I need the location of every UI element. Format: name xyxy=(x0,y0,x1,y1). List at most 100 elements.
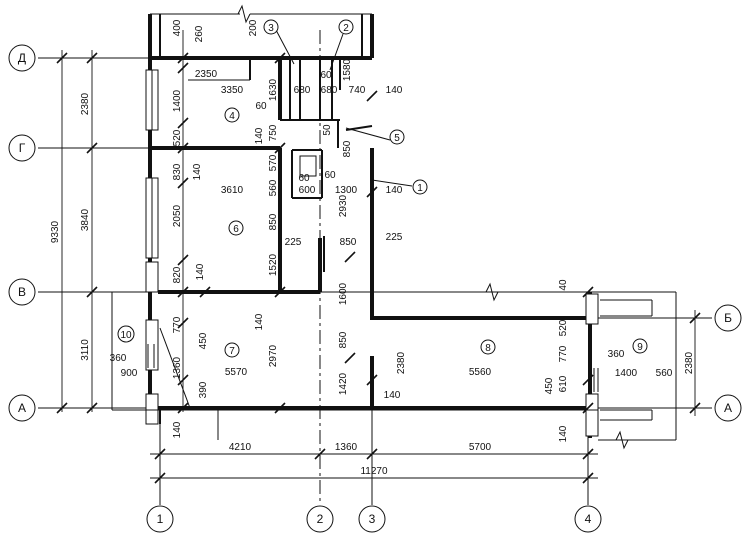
left-dimensions xyxy=(56,50,98,414)
dim-520-b: 520 xyxy=(558,319,569,336)
bottom-dimensions xyxy=(150,409,598,484)
dim-140-b: 140 xyxy=(192,163,203,180)
room-marker-9: 9 xyxy=(632,338,648,354)
room-marker-4: 4 xyxy=(224,107,240,123)
dim-40: 40 xyxy=(558,279,569,291)
dim-50: 50 xyxy=(322,124,333,136)
dim-bottom-5700: 5700 xyxy=(469,442,492,453)
dim-2050: 2050 xyxy=(172,204,183,227)
dim-60-b: 60 xyxy=(255,101,267,112)
axis-label: Г xyxy=(19,141,26,155)
dim-3610: 3610 xyxy=(221,185,244,196)
dim-850-a: 850 xyxy=(342,140,353,157)
dim-400: 400 xyxy=(172,19,183,36)
axis-bubble-row-G: Г xyxy=(8,134,36,162)
dim-1360: 1360 xyxy=(172,356,183,379)
dim-570: 570 xyxy=(268,154,279,171)
dim-140-d: 140 xyxy=(195,263,206,280)
axis-label: Б xyxy=(724,311,732,325)
dim-right-2380: 2380 xyxy=(684,351,695,374)
dim-140-e: 140 xyxy=(254,313,265,330)
svg-text:3: 3 xyxy=(268,23,274,34)
dim-60-d: 60 xyxy=(324,170,336,181)
svg-text:8: 8 xyxy=(485,343,491,354)
break-marks xyxy=(160,4,629,450)
axis-label: 1 xyxy=(157,512,164,526)
dim-1520: 1520 xyxy=(268,253,279,276)
dim-2970: 2970 xyxy=(268,344,279,367)
windows xyxy=(111,69,677,441)
axis-bubble-row-V: В xyxy=(8,278,36,306)
axis-lines xyxy=(38,30,712,505)
dim-390: 390 xyxy=(198,381,209,398)
dim-610: 610 xyxy=(558,375,569,392)
room-marker-7: 7 xyxy=(224,342,240,358)
dim-2380-b: 2380 xyxy=(396,351,407,374)
axis-label: А xyxy=(724,401,732,415)
dim-520: 520 xyxy=(172,129,183,146)
axis-bubble-row-A-left: А xyxy=(8,394,36,422)
svg-text:6: 6 xyxy=(233,224,239,235)
axis-bubble-col-3: 3 xyxy=(358,505,386,533)
dim-left-9330: 9330 xyxy=(50,220,61,243)
axis-bubble-col-4: 4 xyxy=(574,505,602,533)
dim-450-b: 450 xyxy=(544,377,555,394)
axis-label: В xyxy=(18,285,26,299)
dim-140-h: 140 xyxy=(558,425,569,442)
dim-820: 820 xyxy=(172,266,183,283)
dim-360-a: 360 xyxy=(110,353,127,364)
dim-600: 600 xyxy=(299,185,316,196)
svg-text:10: 10 xyxy=(120,330,132,341)
dim-2350: 2350 xyxy=(195,69,218,80)
dim-560: 560 xyxy=(268,179,279,196)
dim-850-b: 850 xyxy=(268,213,279,230)
room-marker-2: 2 xyxy=(329,19,354,71)
dim-3350: 3350 xyxy=(221,85,244,96)
dim-900: 900 xyxy=(121,368,138,379)
dim-560-b: 560 xyxy=(656,368,673,379)
dim-770-a: 770 xyxy=(172,316,183,333)
dim-2930: 2930 xyxy=(338,194,349,217)
dim-450-a: 450 xyxy=(198,332,209,349)
dim-left-3110: 3110 xyxy=(80,339,91,361)
axis-label: А xyxy=(18,401,26,415)
dim-1420: 1420 xyxy=(338,372,349,395)
dim-360-b: 360 xyxy=(608,349,625,360)
axis-bubble-row-B-right: Б xyxy=(714,304,742,332)
svg-text:9: 9 xyxy=(637,342,643,353)
dim-1300: 1300 xyxy=(335,185,358,196)
dim-5560: 5560 xyxy=(469,367,492,378)
axis-bubble-row-A-right: А xyxy=(714,394,742,422)
dim-830: 830 xyxy=(172,163,183,180)
svg-text:7: 7 xyxy=(229,346,235,357)
dim-680-b: 680 xyxy=(321,85,338,96)
right-dimensions xyxy=(689,310,701,416)
dim-1630: 1630 xyxy=(268,78,279,101)
dim-850-c: 850 xyxy=(340,237,357,248)
partitions xyxy=(147,58,599,440)
axis-bubble-col-2: 2 xyxy=(306,505,334,533)
dim-740: 740 xyxy=(349,85,366,96)
dim-1400-b: 1400 xyxy=(615,368,638,379)
room-marker-5: 5 xyxy=(345,127,405,145)
dim-750: 750 xyxy=(268,124,279,141)
inner-vertical-dimensions xyxy=(177,30,189,414)
dim-140-a: 140 xyxy=(254,127,265,144)
room-marker-10: 10 xyxy=(117,325,135,343)
dim-140-c: 140 xyxy=(386,185,403,196)
dim-1580: 1580 xyxy=(342,58,353,81)
axis-bubble-col-1: 1 xyxy=(146,505,174,533)
dim-140-right: 140 xyxy=(386,85,403,96)
dim-5570: 5570 xyxy=(225,367,248,378)
dim-bottom-11270: 11270 xyxy=(360,466,388,477)
dim-260: 260 xyxy=(194,25,205,42)
dim-225-a: 225 xyxy=(285,237,302,248)
interior-ticks xyxy=(199,52,594,414)
room-marker-3: 3 xyxy=(263,19,295,65)
dim-770-b: 770 xyxy=(558,345,569,362)
dim-left-3840: 3840 xyxy=(80,208,91,231)
dim-200: 200 xyxy=(248,19,259,36)
dim-60-a: 60 xyxy=(320,70,332,81)
axis-label: 3 xyxy=(369,512,376,526)
